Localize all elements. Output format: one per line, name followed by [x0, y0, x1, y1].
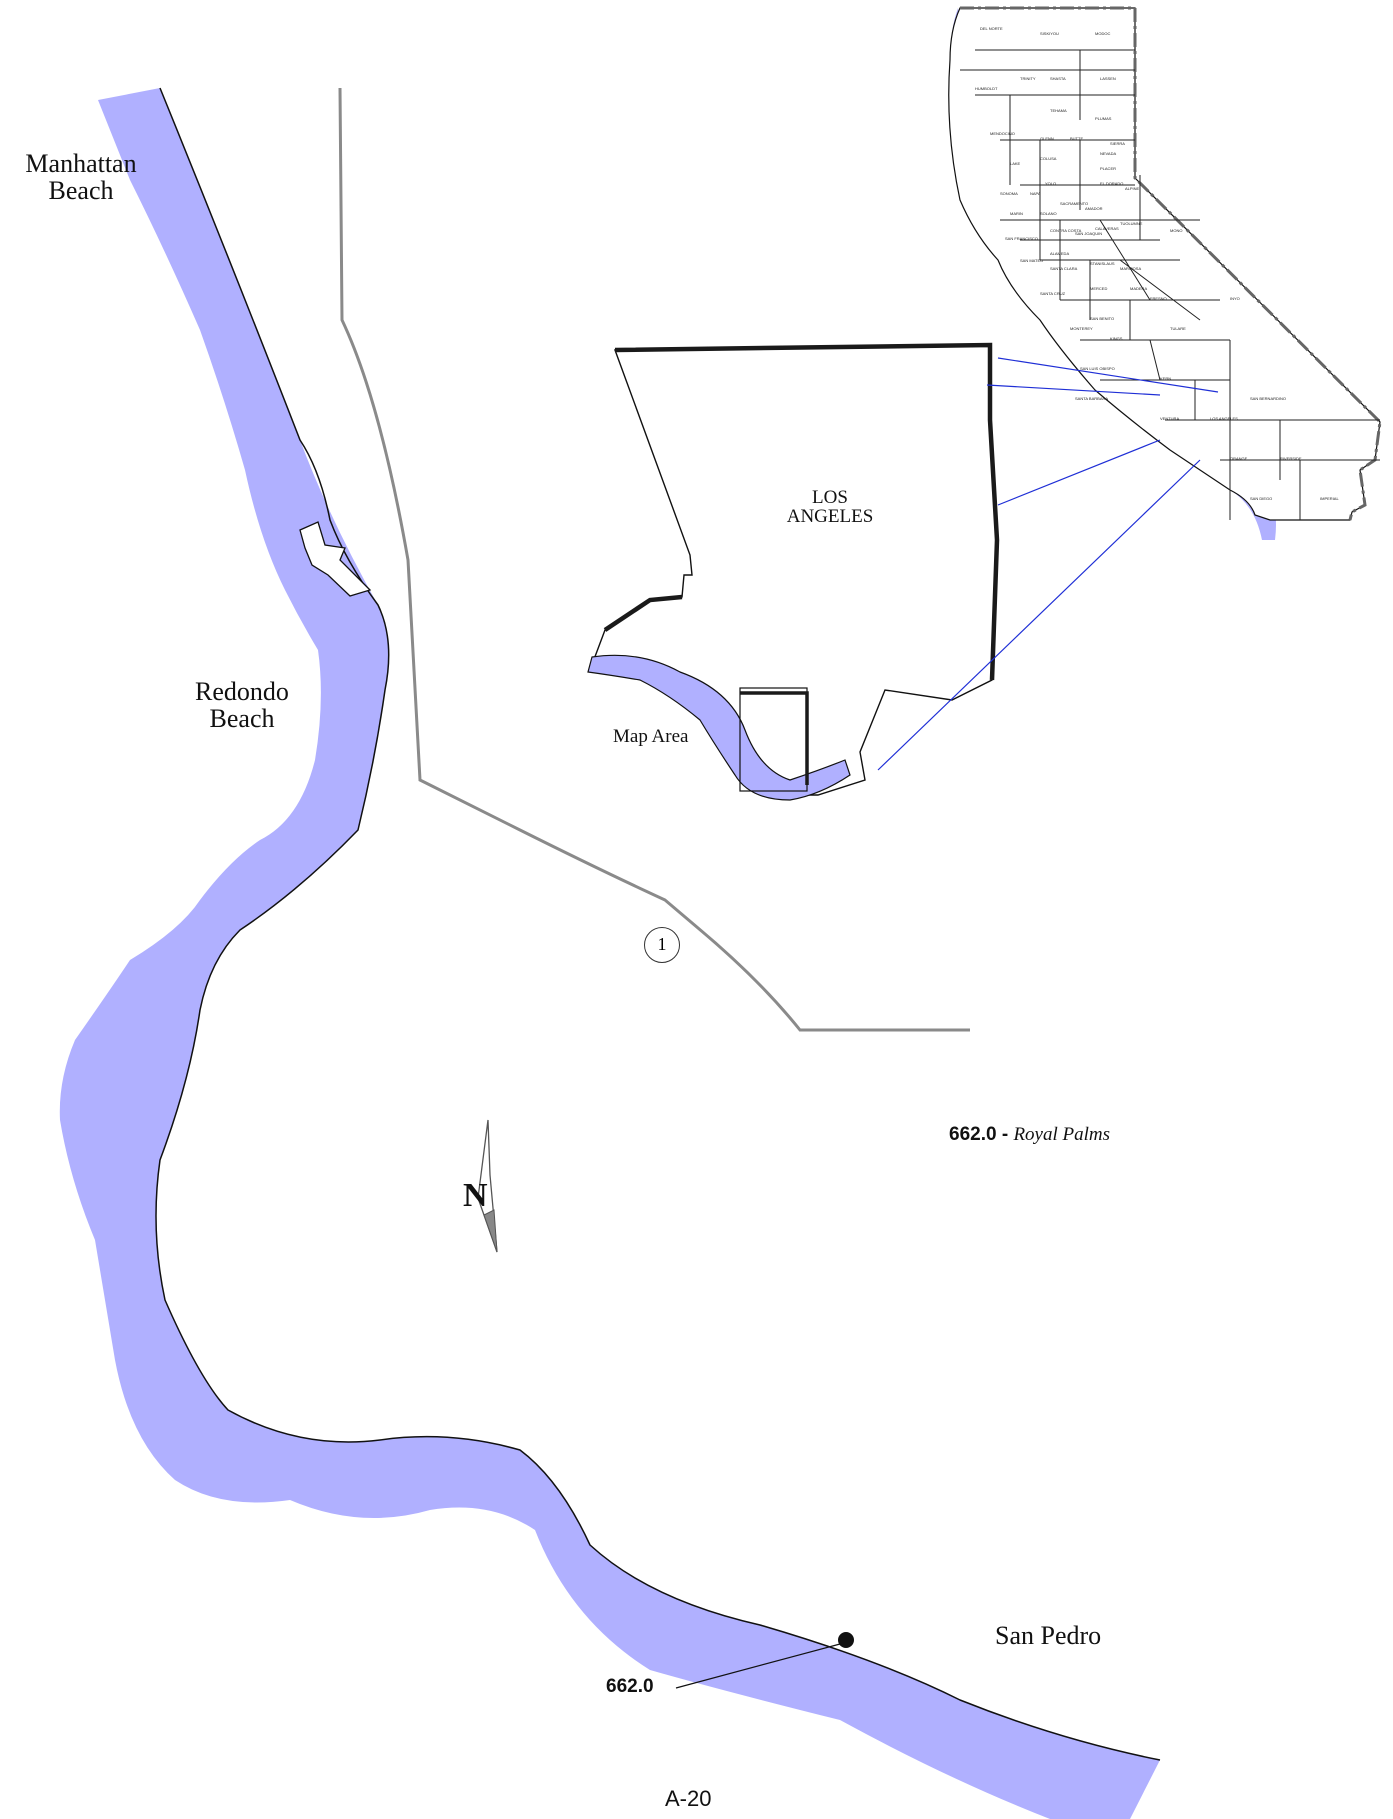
- county-label: MARIN: [1010, 211, 1023, 216]
- state-outline: [948, 7, 1381, 521]
- inset-leader-lines: [877, 357, 1219, 771]
- county-label: SAN BENITO: [1090, 316, 1114, 321]
- county-label: CONTRA COSTA: [1050, 228, 1082, 233]
- county-label: RIVERSIDE: [1280, 456, 1302, 461]
- county-label: TRINITY: [1020, 76, 1036, 81]
- site-marker-label: 662.0: [606, 1676, 654, 1697]
- county-label: COLUSA: [1040, 156, 1057, 161]
- county-label: SAN DIEGO: [1250, 496, 1272, 501]
- county-label: SANTA CLARA: [1050, 266, 1078, 271]
- county-label: SAN LUIS OBISPO: [1080, 366, 1115, 371]
- county-label: BUTTE: [1070, 136, 1083, 141]
- california-state-map: [948, 6, 1382, 540]
- county-label: NAPA: [1030, 191, 1041, 196]
- north-arrow-label: N: [463, 1177, 488, 1214]
- site-key-entry: 662.0 - Royal Palms: [949, 1124, 1110, 1146]
- label-redondo-beach: Redondo Beach: [195, 677, 289, 733]
- county-label: MENDOCINO: [990, 131, 1015, 136]
- county-label: ALPINE: [1125, 186, 1140, 191]
- county-label: YOLO: [1045, 181, 1056, 186]
- la-county-heavy-boundary-left: [603, 594, 683, 632]
- county-label: MONTEREY: [1070, 326, 1093, 331]
- county-label: TUOLUMNE: [1120, 221, 1143, 226]
- county-label: INYO: [1230, 296, 1240, 301]
- county-label: MODOC: [1095, 31, 1110, 36]
- map-area-bold: [740, 691, 809, 785]
- county-label: LAKE: [1010, 161, 1021, 166]
- county-label: LOS ANGELES: [1210, 416, 1238, 421]
- county-label: SAN BERNARDINO: [1250, 396, 1286, 401]
- county-label: MERCED: [1090, 286, 1107, 291]
- highway-1-shield: 1: [644, 927, 680, 963]
- county-label: DEL NORTE: [980, 26, 1003, 31]
- county-label: GLENN: [1040, 136, 1054, 141]
- county-label: HUMBOLDT: [975, 86, 998, 91]
- county-label: CALAVERAS: [1095, 226, 1119, 231]
- county-label: ALAMEDA: [1050, 251, 1069, 256]
- county-label: SHASTA: [1050, 76, 1066, 81]
- county-label: ORANGE: [1230, 456, 1248, 461]
- page-number: A-20: [665, 1786, 712, 1811]
- inset-coast-water: [587, 654, 851, 801]
- county-label: IMPERIAL: [1320, 496, 1339, 501]
- county-label: SAN MATEO: [1020, 258, 1043, 263]
- site-key-name: Royal Palms: [1013, 1124, 1111, 1145]
- county-label: PLUMAS: [1095, 116, 1112, 121]
- county-label: TEHAMA: [1050, 108, 1067, 113]
- county-label: SAN JOAQUIN: [1075, 231, 1102, 236]
- county-lines: [960, 49, 1380, 520]
- county-label: SISKIYOU: [1040, 31, 1059, 36]
- county-label: FRESNO: [1150, 296, 1167, 301]
- county-label: PLACER: [1100, 166, 1116, 171]
- county-label: TULARE: [1170, 326, 1186, 331]
- site-marker-leader: [675, 1643, 841, 1689]
- county-label: MONO: [1170, 228, 1182, 233]
- coastal-water: [59, 88, 1161, 1819]
- county-label: MARIPOSA: [1120, 266, 1141, 271]
- county-label: SONOMA: [1000, 191, 1018, 196]
- county-label: SIERRA: [1110, 141, 1125, 146]
- site-key-number: 662.0: [949, 1124, 997, 1145]
- county-label: SAN FRANCISCO: [1005, 236, 1038, 241]
- site-key-separator: -: [996, 1124, 1014, 1145]
- county-label: VENTURA: [1160, 416, 1179, 421]
- label-los-angeles-county: LOS ANGELES: [786, 487, 874, 527]
- harbor: [299, 521, 372, 597]
- county-label: SOLANO: [1040, 211, 1057, 216]
- north-arrow: [477, 1119, 498, 1253]
- label-manhattan-beach: Manhattan Beach: [25, 149, 137, 205]
- county-label: STANISLAUS: [1090, 261, 1115, 266]
- county-label: SANTA CRUZ: [1040, 291, 1066, 296]
- label-map-area: Map Area: [613, 726, 689, 747]
- county-label: AMADOR: [1085, 206, 1103, 211]
- county-label: SACRAMENTO: [1060, 201, 1088, 206]
- county-label: NEVADA: [1100, 151, 1116, 156]
- la-county-heavy-boundary: [614, 342, 1000, 681]
- highway-1: [338, 87, 970, 1032]
- county-label: EL DORADO: [1100, 181, 1123, 186]
- county-label: KERN: [1160, 376, 1171, 381]
- coastline: [155, 87, 1161, 1761]
- county-label: KINGS: [1110, 336, 1123, 341]
- label-san-pedro: San Pedro: [995, 1621, 1102, 1650]
- county-label: SANTA BARBARA: [1075, 396, 1108, 401]
- site-marker-dot: [838, 1632, 854, 1648]
- county-label: MADERA: [1130, 286, 1147, 291]
- county-label: LASSEN: [1100, 76, 1116, 81]
